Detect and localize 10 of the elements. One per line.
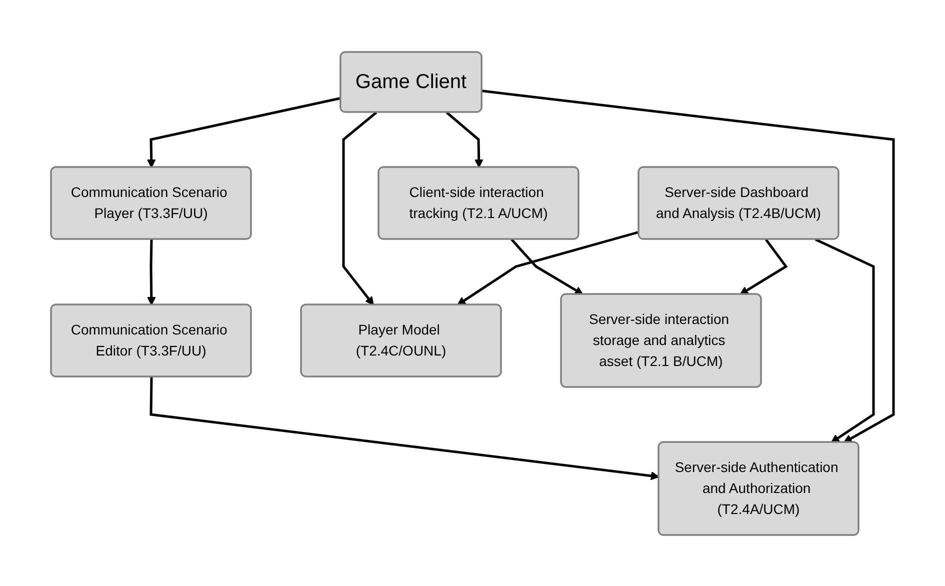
arrow [457,230,640,305]
arrow [147,238,156,305]
arrow [510,238,584,294]
arrow [147,96,342,168]
arrow [740,238,788,294]
arrow [446,111,484,168]
arrow [150,376,660,480]
arrow [482,89,895,442]
arrow [815,238,875,442]
arrow [342,111,378,305]
